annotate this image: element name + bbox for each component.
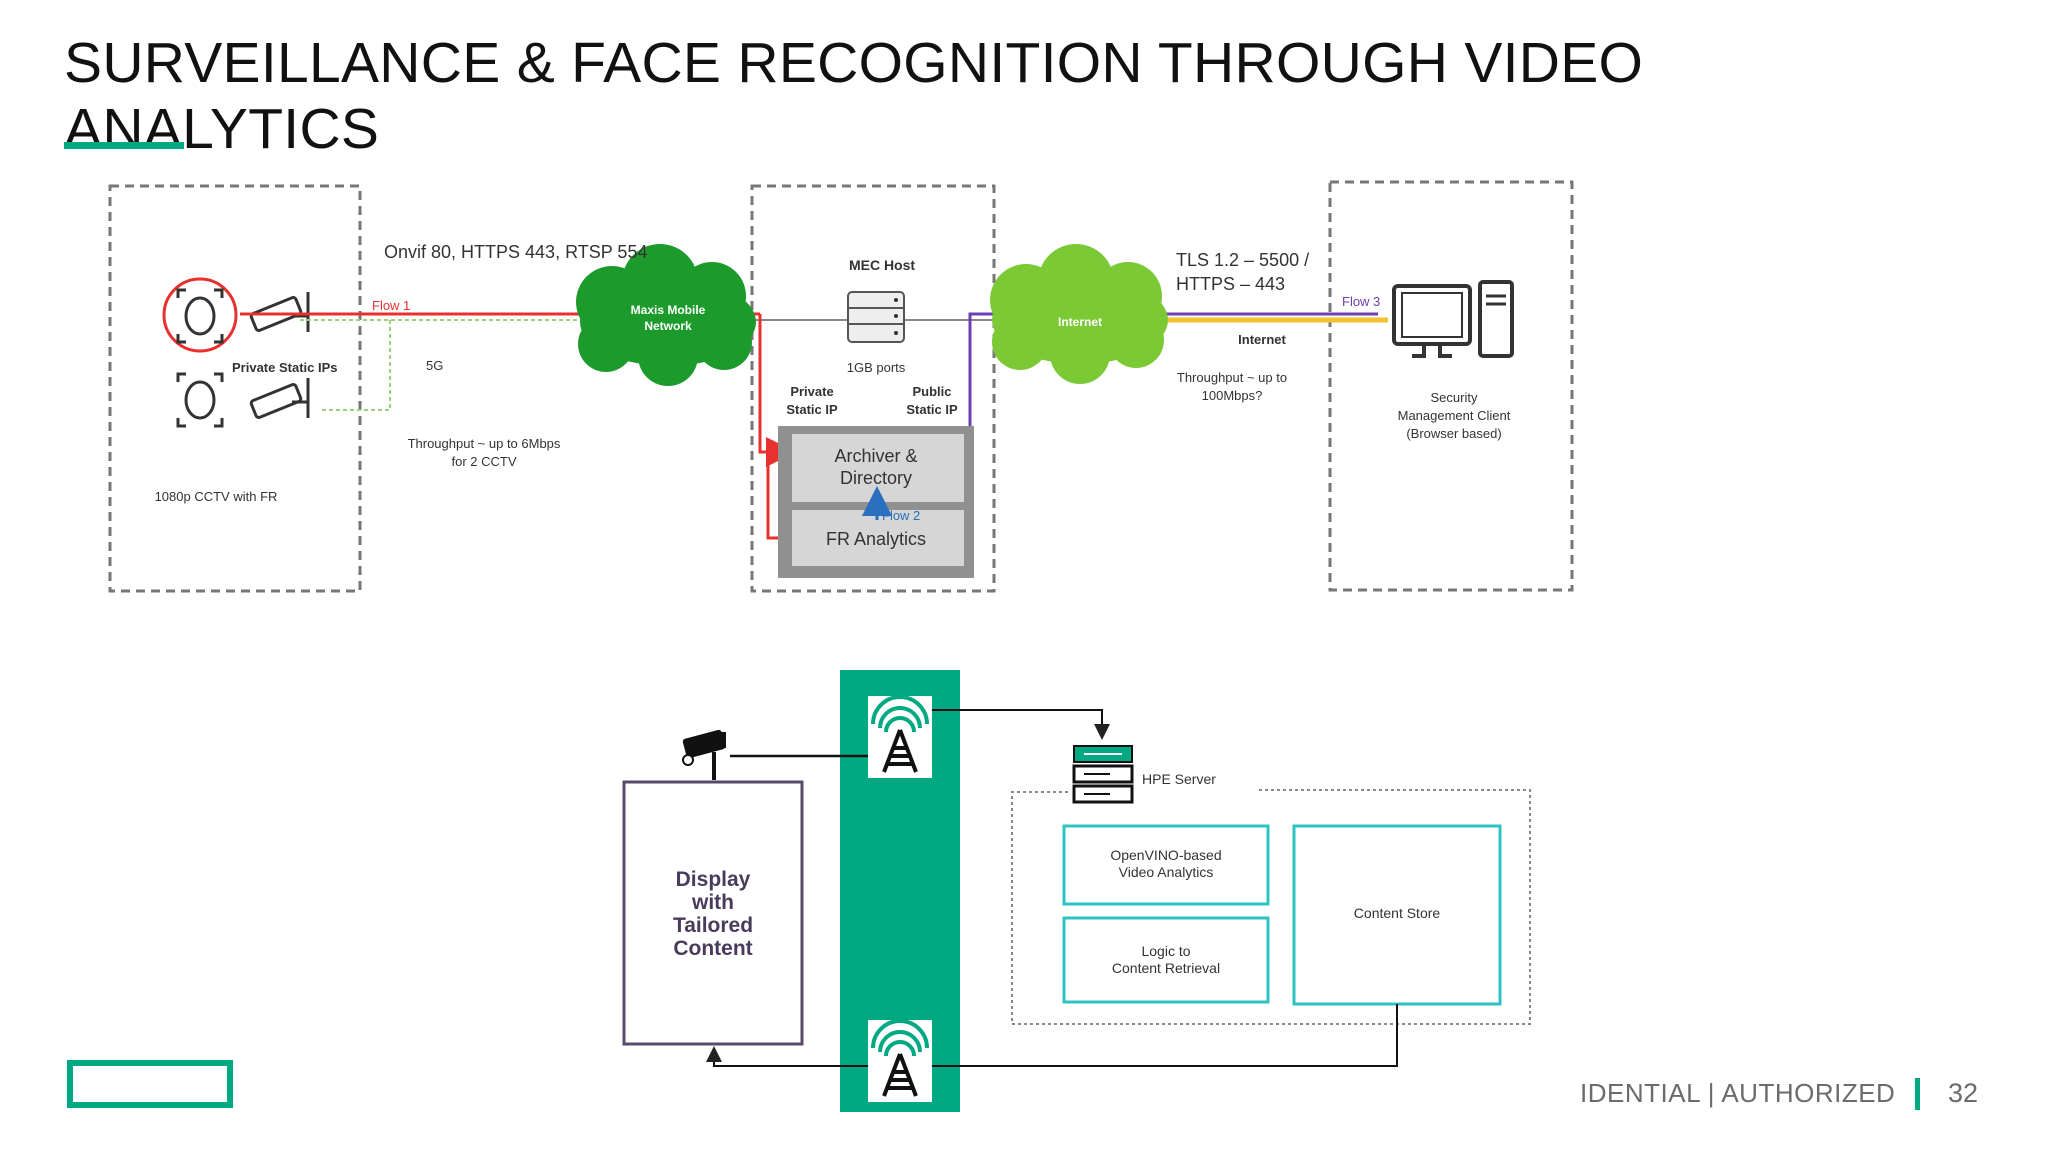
link-line — [320, 320, 391, 411]
internet-label: Internet — [1238, 332, 1286, 347]
cctv-camera-icon — [249, 292, 310, 332]
mec-zone — [750, 184, 996, 593]
content-store-label: Content Store — [1354, 905, 1441, 921]
private-ip-label-2: Static IP — [786, 402, 838, 417]
link-line — [932, 709, 1110, 740]
fr-analytics-label: FR Analytics — [826, 529, 926, 549]
display-label-2: with — [691, 891, 734, 914]
camera-icon — [682, 729, 726, 780]
top-diagram: Onvif 80, HTTPS 443, RTSP 554 Flow 1 Pri… — [108, 180, 1574, 593]
logic-box — [1062, 916, 1270, 1004]
display-label-3: Tailored — [673, 914, 753, 937]
throughput-cctv-line2: for 2 CCTV — [451, 454, 516, 469]
flow2-label: Flow 2 — [882, 508, 920, 523]
title-accent-bar — [64, 142, 184, 149]
openvino-box — [1062, 824, 1270, 906]
face-recognition-icon — [162, 277, 238, 353]
logic-label-1: Logic to — [1141, 943, 1190, 959]
client-zone — [1328, 180, 1574, 592]
private-ip-label-1: Private — [790, 384, 833, 399]
client-label-3: (Browser based) — [1406, 426, 1501, 441]
public-ip-label-1: Public — [912, 384, 951, 399]
cell-tower-icon — [868, 1019, 932, 1102]
cctv-camera-icon — [249, 378, 310, 419]
client-label-2: Management Client — [1398, 408, 1511, 423]
slide-title: SURVEILLANCE & FACE RECOGNITION THROUGH … — [64, 31, 1644, 161]
private-static-ips-label: Private Static IPs — [232, 360, 338, 375]
internet-cloud — [990, 244, 1168, 384]
server-container — [1011, 789, 1531, 1025]
footer-classification: IDENTIAL | AUTHORIZED — [1580, 1078, 1896, 1108]
archiver-label-1: Archiver & — [834, 446, 917, 466]
tls-label-1: TLS 1.2 – 5500 / — [1176, 250, 1309, 270]
cctv-caption: 1080p CCTV with FR — [155, 489, 278, 504]
public-ip-label-2: Static IP — [906, 402, 958, 417]
ports-label: 1GB ports — [847, 360, 906, 375]
mobile-network-label-1: Maxis Mobile — [631, 303, 706, 317]
security-client-icon — [1392, 280, 1514, 358]
footer-divider — [1915, 1078, 1920, 1110]
mec-host-server-icon — [847, 291, 905, 343]
protocols-label: Onvif 80, HTTPS 443, RTSP 554 — [384, 242, 647, 262]
logic-label-2: Content Retrieval — [1112, 960, 1220, 976]
mobile-network-label-2: Network — [644, 319, 692, 333]
link-line — [932, 1004, 1398, 1067]
link-line — [706, 1046, 868, 1067]
page-number: 32 — [1948, 1078, 1979, 1108]
cell-tower-icon — [868, 695, 932, 778]
flow3-label: Flow 3 — [1342, 294, 1380, 309]
mec-host-label: MEC Host — [849, 257, 915, 273]
throughput-internet-line1: Throughput ~ up to — [1177, 370, 1287, 385]
archiver-label-2: Directory — [840, 468, 912, 488]
display-label-1: Display — [676, 868, 751, 891]
bottom-diagram: Display with Tailored Content HPE Server… — [622, 670, 1531, 1112]
display-box — [622, 780, 804, 1046]
hpe-server-label: HPE Server — [1142, 771, 1216, 787]
content-store-box — [1292, 824, 1502, 1006]
hpe-server-icon — [1072, 745, 1134, 804]
throughput-cctv-line1: Throughput ~ up to 6Mbps — [408, 436, 561, 451]
face-recognition-icon — [176, 372, 224, 428]
internet-cloud-label: Internet — [1058, 315, 1102, 329]
openvino-label-2: Video Analytics — [1119, 864, 1214, 880]
cctv-zone — [108, 184, 362, 593]
openvino-label-1: OpenVINO-based — [1110, 847, 1221, 863]
display-label-4: Content — [673, 937, 752, 960]
5g-label: 5G — [426, 358, 443, 373]
client-label-1: Security — [1431, 390, 1478, 405]
hpe-logo — [67, 1060, 233, 1108]
mobile-network-cloud — [576, 244, 756, 386]
tls-label-2: HTTPS – 443 — [1176, 274, 1285, 294]
throughput-internet-line2: 100Mbps? — [1202, 388, 1263, 403]
flow1-label: Flow 1 — [372, 298, 410, 313]
